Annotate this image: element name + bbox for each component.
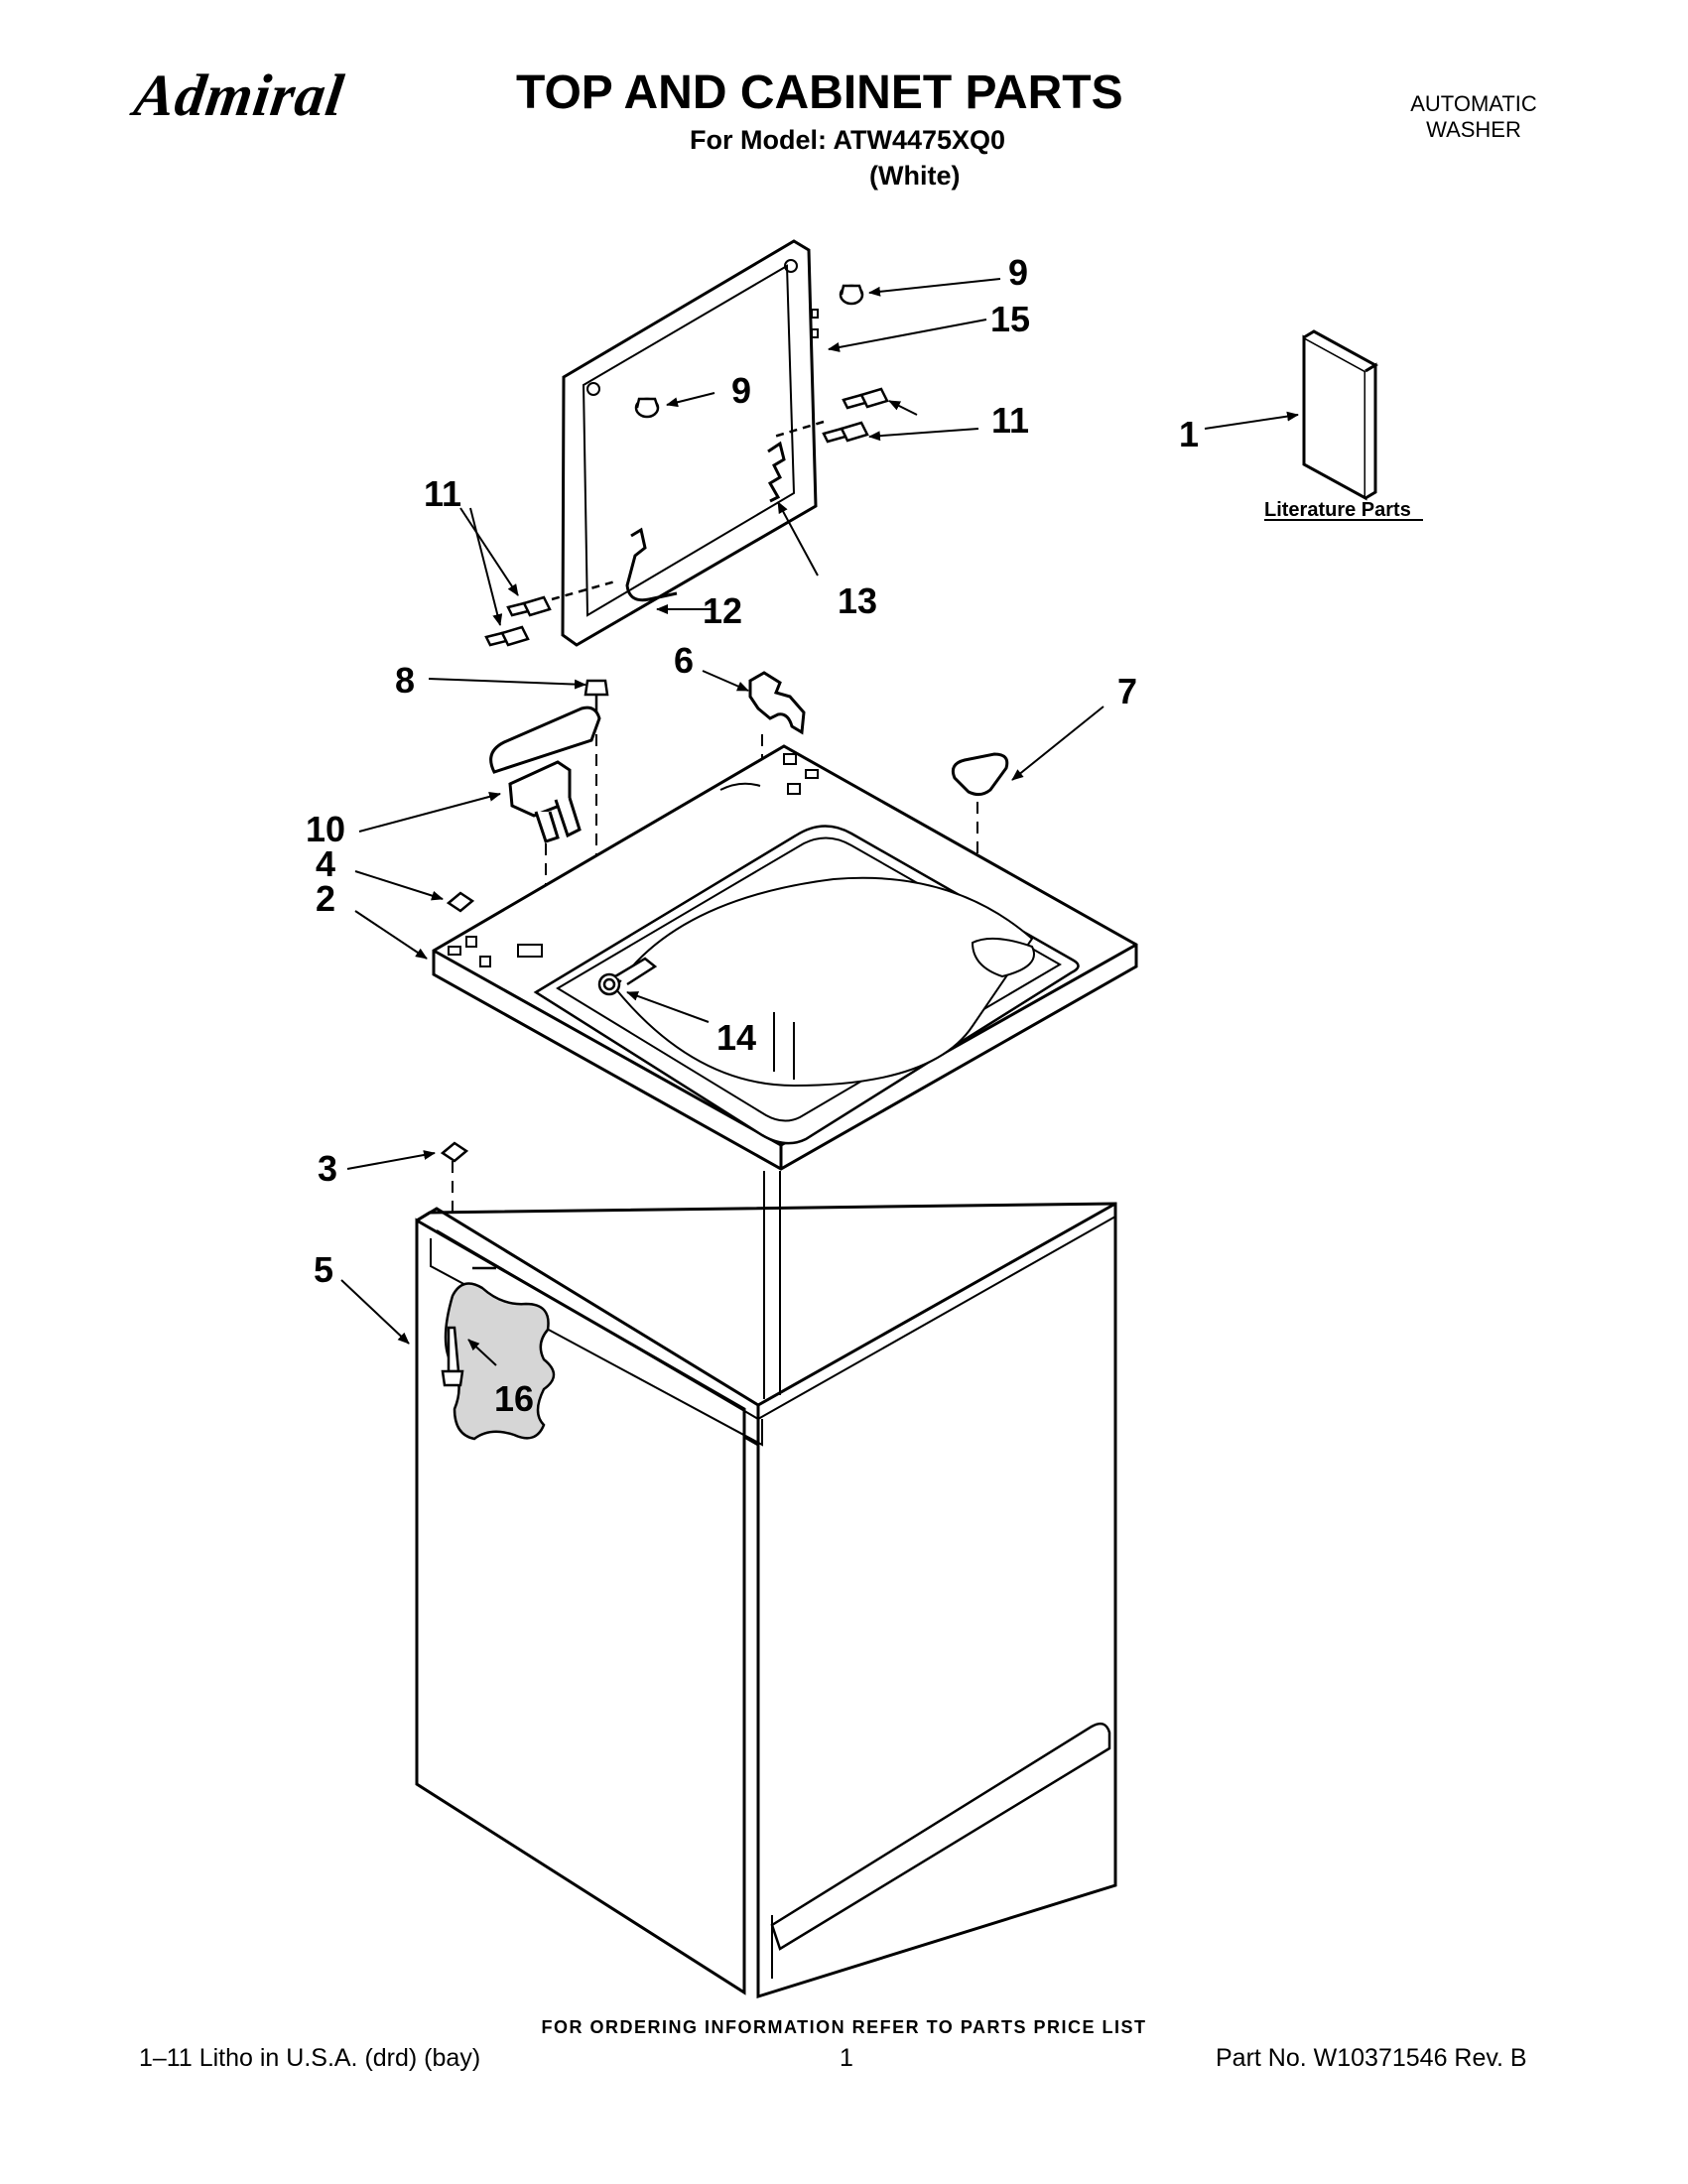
literature-parts-box <box>1302 329 1379 501</box>
cabinet <box>415 1171 1117 1999</box>
callout-1: 1 <box>1179 414 1199 454</box>
callout-4: 4 <box>316 843 335 884</box>
product-line-1: AUTOMATIC <box>1410 91 1537 116</box>
lid-switch <box>489 706 601 843</box>
model-number: For Model: ATW4475XQ0 <box>690 125 1006 155</box>
top-panel <box>432 744 1138 1171</box>
top-clip-lower <box>440 1141 469 1163</box>
callout-14: 14 <box>716 1017 756 1058</box>
ordering-note: FOR ORDERING INFORMATION REFER TO PARTS … <box>541 2017 1147 2037</box>
literature-label: Literature Parts <box>1264 499 1411 521</box>
callout-12: 12 <box>703 590 742 631</box>
callout-10: 10 <box>306 809 345 849</box>
model-color: (White) <box>869 161 961 191</box>
callout-8: 8 <box>395 660 415 701</box>
lid-hinge-left <box>625 527 678 602</box>
callout-arrows <box>340 278 1299 1366</box>
page-number: 1 <box>840 2044 853 2072</box>
callout-2: 2 <box>316 878 335 919</box>
callout-11-left: 11 <box>424 473 461 514</box>
callout-7: 7 <box>1117 671 1137 711</box>
litho-info: 1–11 Litho in U.S.A. (drd) (bay) <box>139 2044 481 2072</box>
callout-3: 3 <box>318 1148 337 1189</box>
callout-6: 6 <box>674 640 694 681</box>
callout-13: 13 <box>838 580 877 621</box>
part-number: Part No. W10371546 Rev. B <box>1216 2044 1527 2072</box>
lid-hinge-right <box>767 441 786 503</box>
top-clip-upper <box>446 891 475 913</box>
fill-nozzle <box>597 957 658 996</box>
product-line-2: WASHER <box>1426 117 1521 142</box>
hinge-screws-left <box>484 579 616 647</box>
callout-16: 16 <box>494 1378 534 1419</box>
callout-5: 5 <box>314 1249 333 1290</box>
page-title: TOP AND CABINET PARTS <box>516 66 1123 119</box>
lid-switch-actuator <box>748 671 806 735</box>
callout-9-upper: 9 <box>1008 252 1028 293</box>
lid-bumper-upper <box>839 284 864 306</box>
callout-9-lower: 9 <box>731 370 751 411</box>
product-type: AUTOMATIC WASHER <box>1374 91 1573 143</box>
hinge-screws-right <box>773 387 889 444</box>
lid-frame <box>561 239 819 647</box>
cabinet-cutaway <box>441 1266 556 1441</box>
callout-15: 15 <box>990 299 1030 339</box>
callout-11-right: 11 <box>991 400 1029 441</box>
lid-bumper-lower <box>634 397 660 419</box>
top-bumper <box>951 752 1009 797</box>
